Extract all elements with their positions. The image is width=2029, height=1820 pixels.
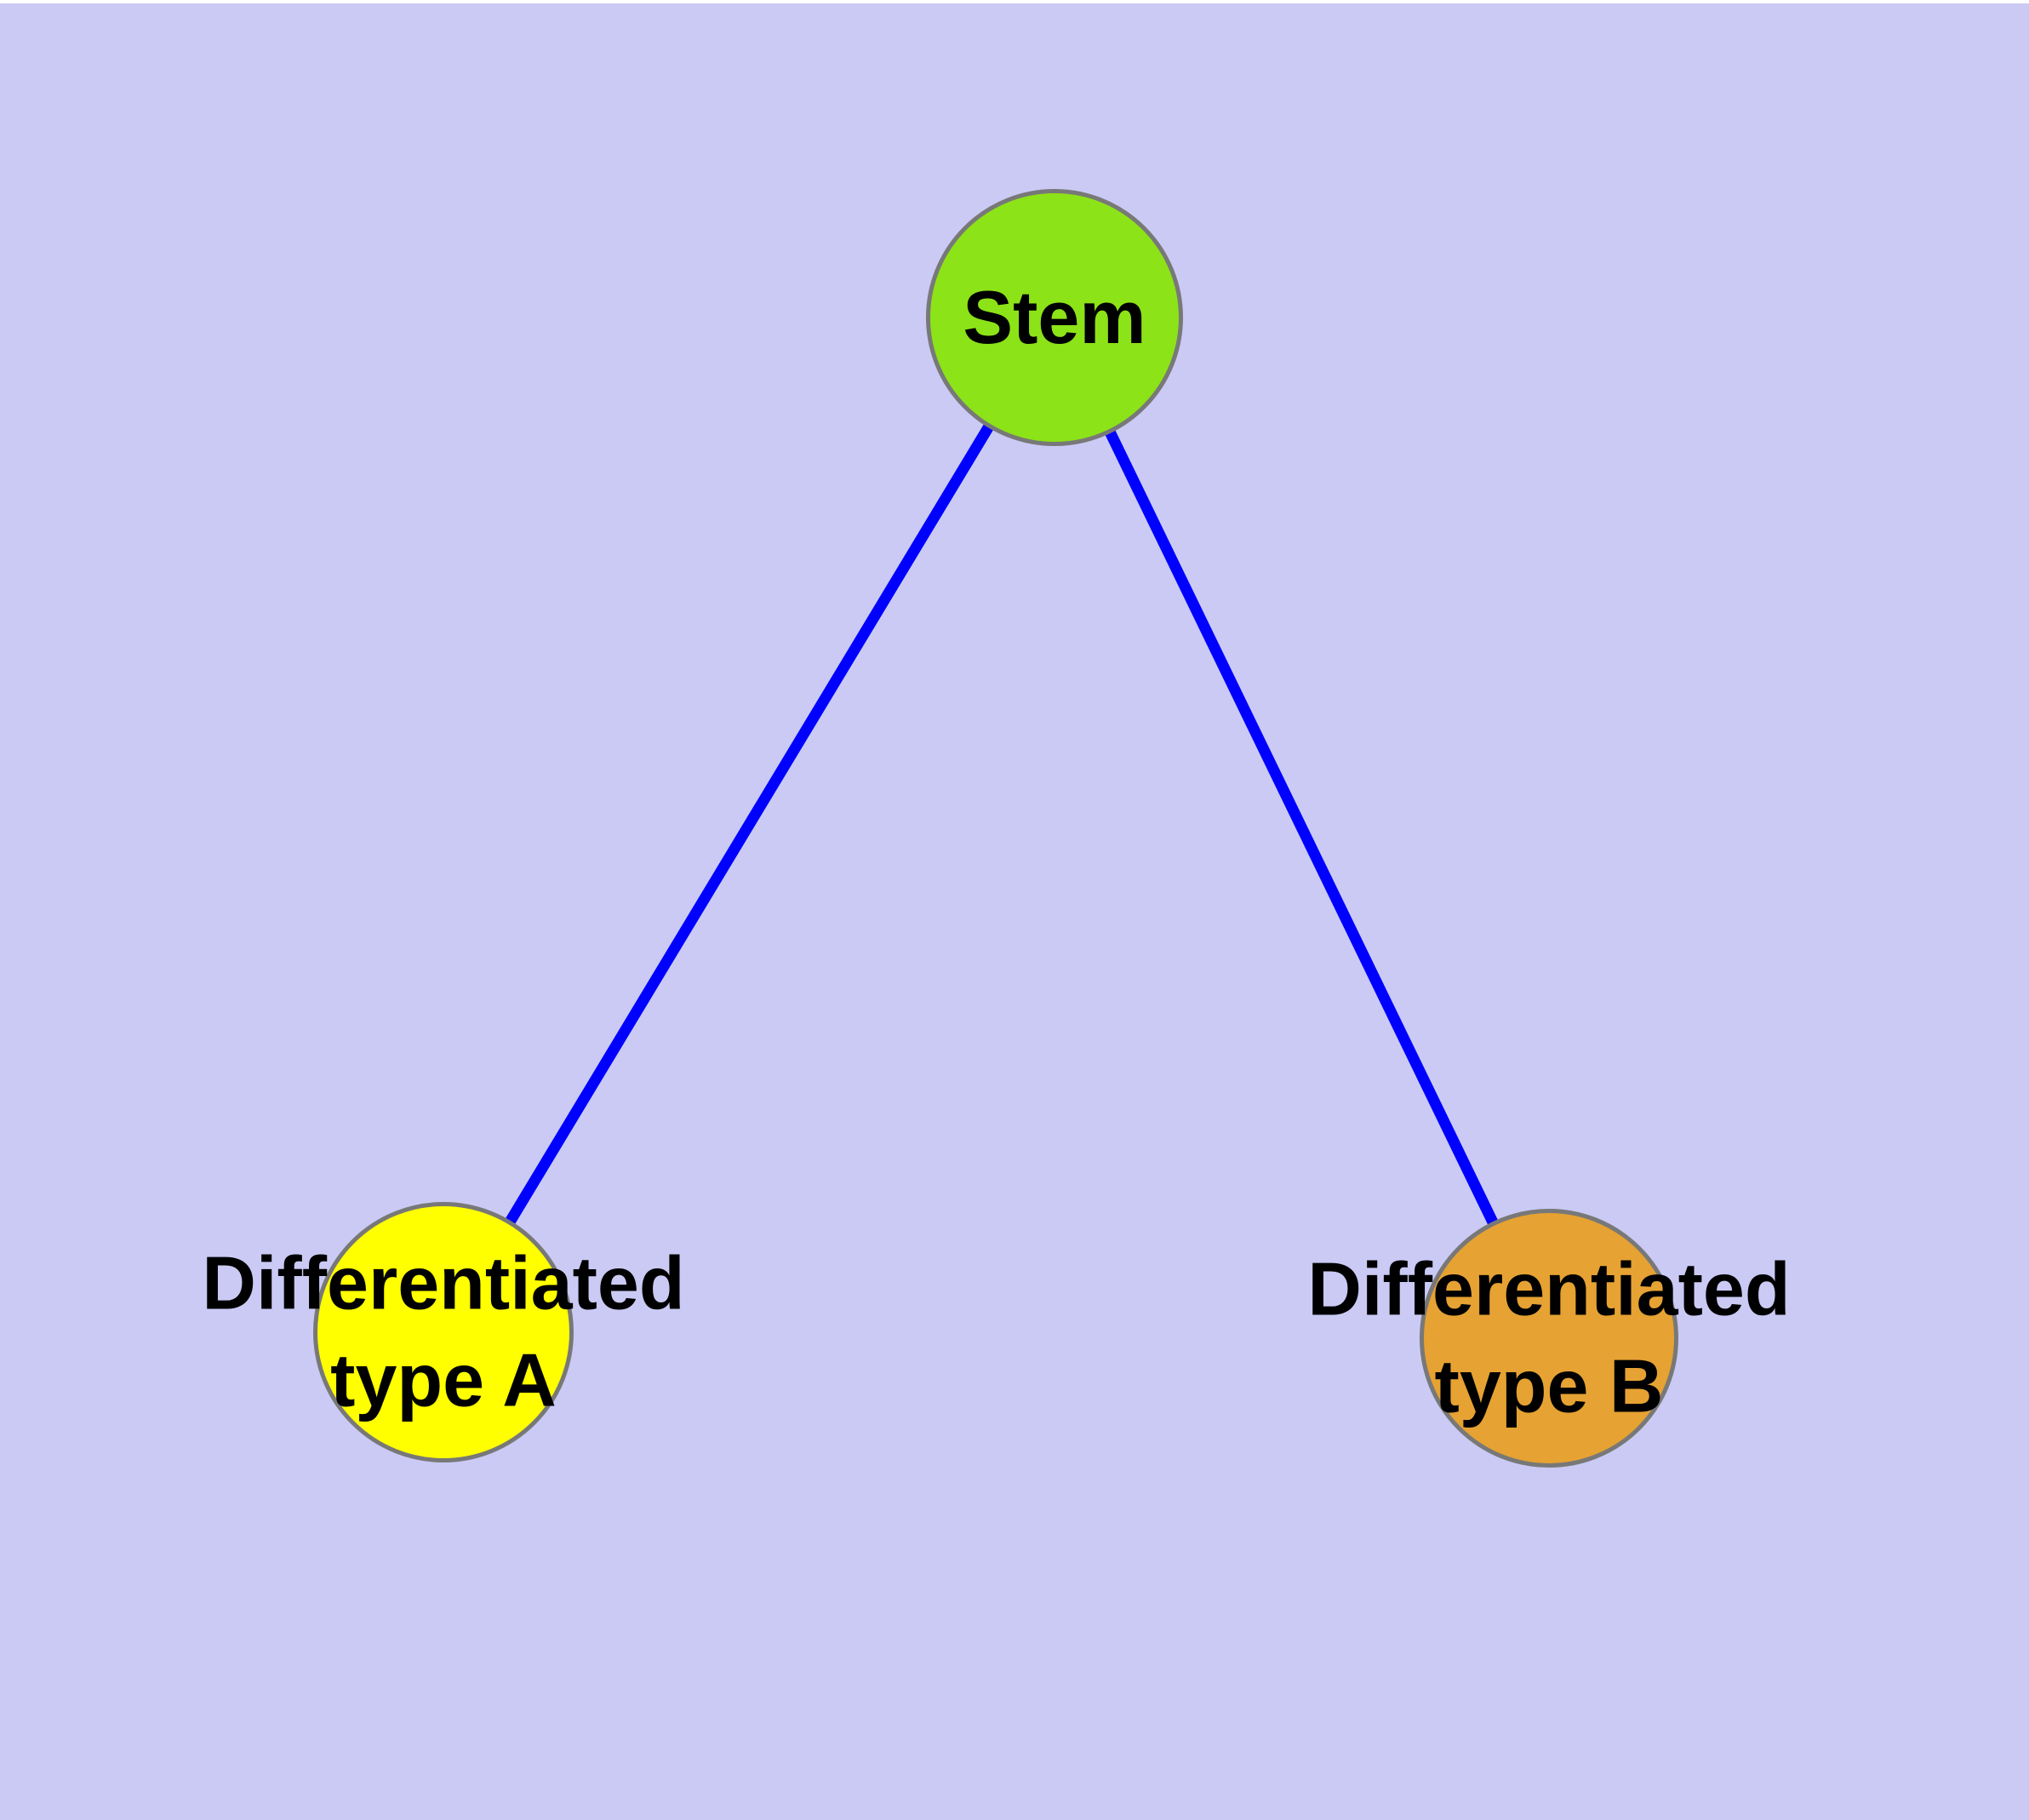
node-label-stem: Stem [963, 274, 1146, 359]
edge-stem-to-type-a [438, 314, 1060, 1336]
edge-stem-to-type-b [1049, 315, 1554, 1341]
node-stem [926, 189, 1183, 446]
node-label-type-b: Differentiated type B [1307, 1246, 1791, 1428]
edges-layer [438, 314, 1554, 1341]
node-label-type-a: Differentiated type A [202, 1240, 685, 1422]
node-type-b [1420, 1209, 1678, 1468]
node-type-a [313, 1202, 574, 1462]
